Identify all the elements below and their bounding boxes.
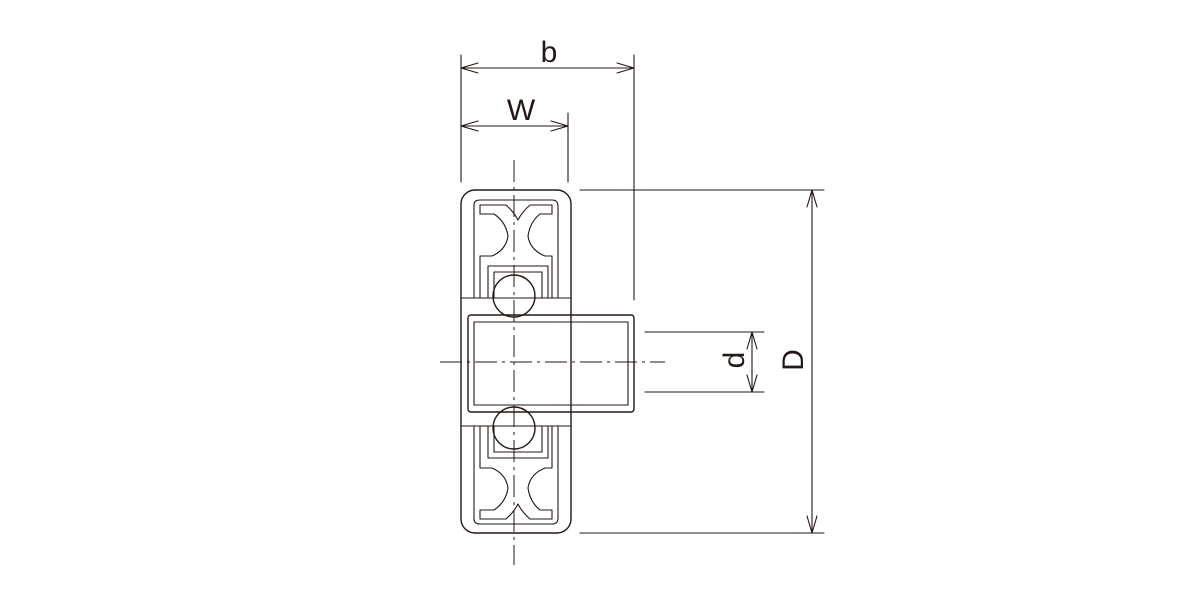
tyre-inner-x-lower (479, 425, 553, 520)
label-w: W (507, 94, 536, 127)
label-d-outer: D (777, 349, 810, 371)
dimension-d-outer: D (579, 189, 825, 534)
arrowhead-b-left (460, 62, 479, 74)
tyre-profile-upper (473, 199, 559, 299)
label-b: b (541, 36, 558, 69)
dimension-b: b (460, 36, 635, 301)
label-d-bore: d (718, 352, 751, 369)
arrowhead-bore-top (746, 331, 758, 350)
arrowhead-d-top (806, 189, 818, 208)
dimension-w: W (460, 94, 569, 183)
dimension-d-bore: d (644, 331, 765, 393)
arrowhead-d-bottom (806, 515, 818, 534)
arrowhead-w-right (550, 120, 569, 132)
bushing-sleeve (467, 314, 635, 413)
arrowhead-bore-bottom (746, 374, 758, 393)
tyre-inner-x-upper (479, 204, 553, 299)
arrowhead-b-right (616, 62, 635, 74)
hub-flange-lower (487, 425, 549, 459)
hub-flange-upper (487, 265, 549, 299)
wheel-cross-section (460, 189, 635, 534)
arrowhead-w-left (460, 120, 479, 132)
tyre-profile-lower (473, 425, 559, 525)
